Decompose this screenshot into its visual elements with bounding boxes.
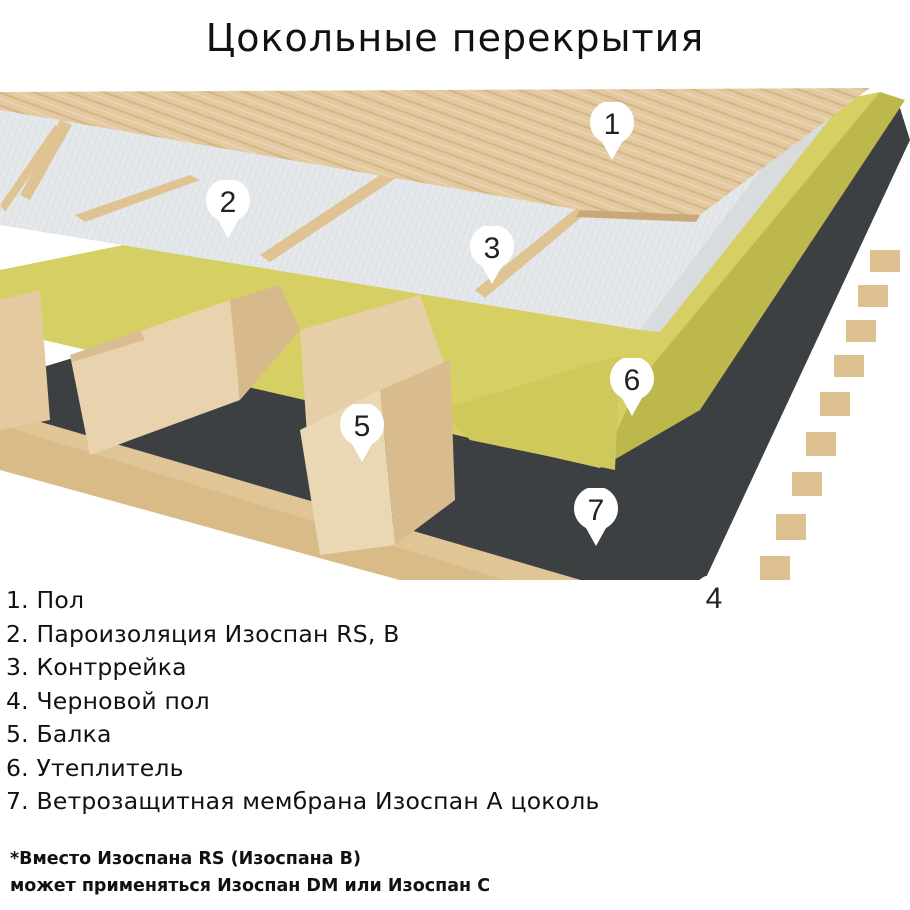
marker-1: 1 — [588, 100, 636, 162]
map-pin-icon — [206, 178, 250, 238]
floor-construction-illustration — [0, 88, 910, 580]
footnote: *Вместо Изоспана RS (Изоспана В) может п… — [10, 846, 490, 900]
map-pin-icon — [470, 224, 514, 284]
legend-item: 6. Утеплитель — [6, 753, 184, 782]
footnote-line-2: может применяться Изоспан DM или Изоспан… — [10, 876, 491, 896]
map-pin-icon — [574, 486, 618, 546]
marker-5: 5 — [338, 402, 386, 464]
map-pin-icon — [610, 356, 654, 416]
legend-item: 4. Черновой пол — [6, 686, 210, 715]
marker-3: 3 — [468, 224, 516, 286]
marker-6: 6 — [608, 356, 656, 418]
map-pin-icon — [590, 100, 634, 160]
marker-2: 2 — [204, 178, 252, 240]
counter-battens — [0, 120, 590, 298]
footnote-line-1: *Вместо Изоспана RS (Изоспана В) — [10, 849, 362, 869]
legend-item: 2. Пароизоляция Изоспан RS, В — [6, 619, 400, 648]
map-pin-icon — [340, 402, 384, 462]
page-title: Цокольные перекрытия — [205, 16, 705, 60]
legend-item: 1. Пол — [6, 586, 85, 614]
legend-list: 1. Пол 2. Пароизоляция Изоспан RS, В 3. … — [6, 584, 600, 819]
map-pin-icon — [692, 574, 736, 634]
floor-layer — [0, 88, 870, 215]
legend-item: 7. Ветрозащитная мембрана Изоспан А цоко… — [6, 787, 600, 815]
legend-item: 3. Контррейка — [6, 653, 187, 681]
marker-4: 4 — [690, 574, 738, 636]
legend-item: 5. Балка — [6, 720, 112, 748]
marker-7: 7 — [572, 486, 620, 548]
